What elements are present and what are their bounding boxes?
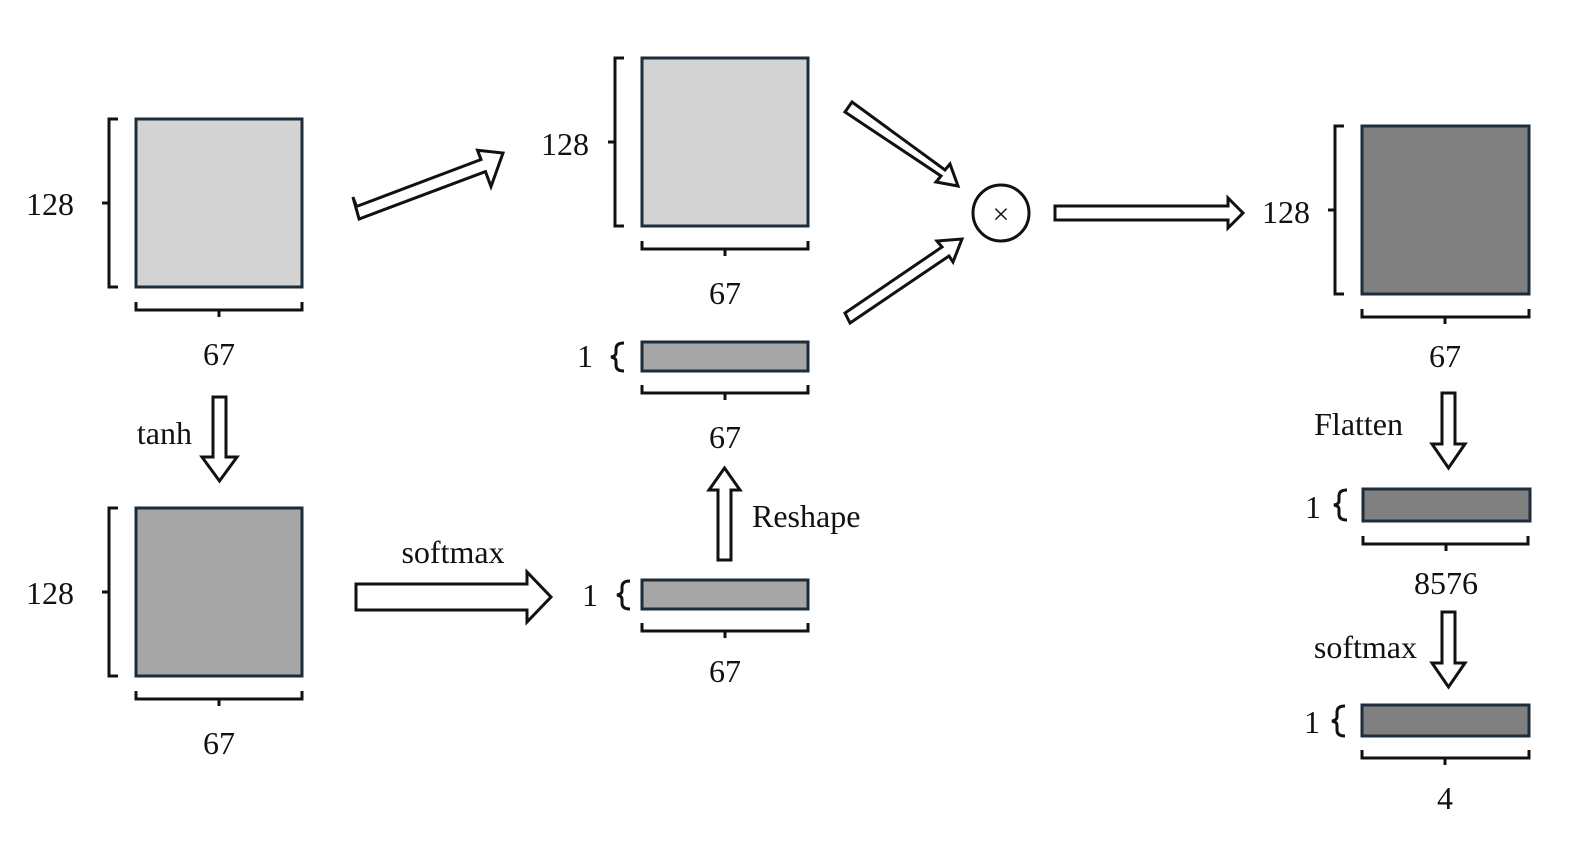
- input-matrix: [134, 117, 304, 289]
- copy-width-label: 67: [709, 275, 741, 311]
- input-width-label: 67: [203, 336, 235, 372]
- tanh-output-height-bracket: [102, 506, 118, 678]
- tanh-output-width-bracket: [134, 691, 304, 706]
- product-block: 128 67: [1262, 124, 1531, 374]
- flat-width-bracket: [1361, 536, 1530, 551]
- tanh-output-width-label: 67: [203, 725, 235, 761]
- softmax-arrow-2: [1429, 610, 1468, 690]
- softmax-output-block: 1 67: [582, 577, 810, 689]
- softmax-output-width-bracket: [640, 623, 810, 638]
- output-width-label: 4: [1437, 780, 1453, 816]
- weights-to-multiply-arrow: [843, 237, 965, 326]
- product-height-bracket: [1328, 124, 1344, 296]
- multiply-circle: [971, 183, 1031, 243]
- copy-matrix: [640, 56, 810, 228]
- copy-to-multiply-arrow: [842, 99, 961, 188]
- weights-width-bracket: [640, 385, 810, 400]
- copy-width-bracket: [640, 241, 810, 256]
- input-height-bracket: [102, 117, 118, 289]
- weights-width-label: 67: [709, 419, 741, 455]
- input-height-label: 128: [26, 186, 74, 222]
- multiply-symbol: ×: [993, 198, 1010, 231]
- softmax-arrow: [354, 568, 554, 626]
- copy-block: 128 67: [541, 56, 810, 311]
- flat-vector: [1361, 487, 1532, 523]
- weights-height-brace: [610, 341, 625, 373]
- product-width-label: 67: [1429, 338, 1461, 374]
- flat-block: 1 8576: [1305, 487, 1532, 601]
- softmax-output-width-label: 67: [709, 653, 741, 689]
- weights-height-label: 1: [577, 338, 593, 374]
- tanh-output-matrix: [134, 506, 304, 678]
- flatten-arrow: [1429, 391, 1468, 471]
- copy-arrow: [351, 148, 506, 221]
- flat-height-label: 1: [1305, 489, 1321, 525]
- tanh-label: tanh: [137, 415, 192, 451]
- flat-width-label: 8576: [1414, 565, 1478, 601]
- product-matrix: [1360, 124, 1531, 296]
- output-height-brace: [1331, 704, 1346, 738]
- output-height-label: 1: [1304, 704, 1320, 740]
- weights-block: 1 67: [577, 338, 810, 455]
- reshape-label: Reshape: [752, 498, 860, 534]
- softmax-output-vector: [640, 578, 810, 611]
- multiply-node: ×: [971, 183, 1031, 243]
- input-block: 128 67: [26, 117, 304, 372]
- weights-vector: [640, 340, 810, 373]
- flat-height-brace: [1333, 488, 1348, 522]
- softmax-output-height-brace: [616, 579, 631, 611]
- flatten-label: Flatten: [1314, 406, 1403, 442]
- tanh-output-height-label: 128: [26, 575, 74, 611]
- softmax-output-height-label: 1: [582, 577, 598, 613]
- input-width-bracket: [134, 302, 304, 317]
- output-vector: [1360, 703, 1531, 738]
- output-width-bracket: [1360, 750, 1531, 765]
- product-height-label: 128: [1262, 194, 1310, 230]
- multiply-to-product-arrow: [1053, 194, 1246, 232]
- tanh-arrow: [199, 395, 240, 484]
- copy-height-bracket: [608, 56, 624, 228]
- copy-height-label: 128: [541, 126, 589, 162]
- output-block: 1 4: [1304, 703, 1531, 816]
- reshape-arrow: [706, 465, 743, 562]
- softmax-label-1: softmax: [401, 534, 504, 570]
- product-width-bracket: [1360, 309, 1531, 324]
- softmax-label-2: softmax: [1314, 629, 1417, 665]
- tanh-output-block: 128 67: [26, 506, 304, 761]
